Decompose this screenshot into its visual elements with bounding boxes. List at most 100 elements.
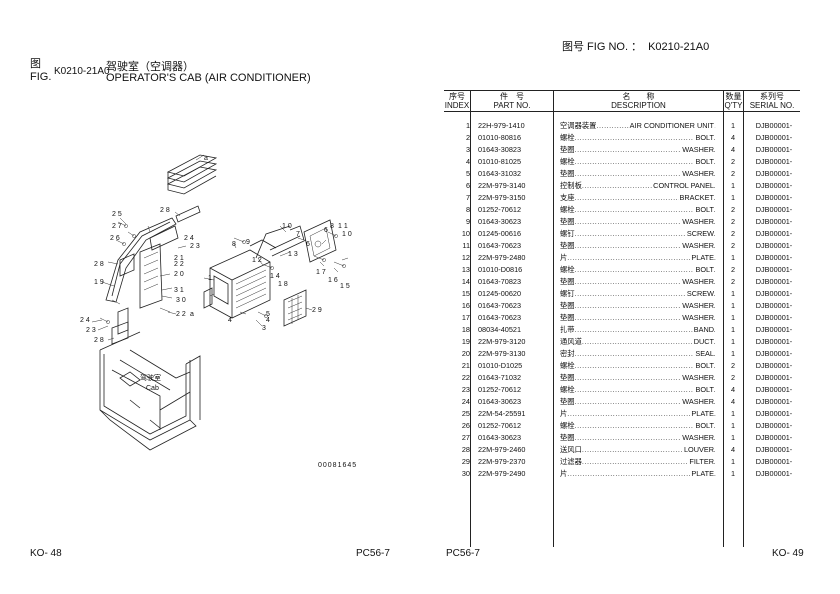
row-qty: 4: [730, 445, 736, 454]
row-qty: 2: [730, 361, 736, 370]
row-part-no: 01010-D0816: [478, 265, 523, 274]
row-description: 螺栓......................................…: [560, 265, 716, 274]
row-desc-en: WASHER: [681, 276, 714, 288]
row-index: 19: [461, 337, 470, 346]
svg-text:a: a: [190, 311, 194, 318]
svg-text:1 6: 1 6: [328, 277, 338, 284]
row-qty: 1: [730, 193, 736, 202]
row-index: 17: [461, 313, 470, 322]
svg-text:1 0: 1 0: [282, 223, 292, 230]
row-desc-en: WASHER: [681, 432, 714, 444]
row-description: 垫圈......................................…: [560, 169, 716, 178]
row-qty: 1: [730, 409, 736, 418]
row-desc-cn: 螺钉: [560, 229, 575, 238]
leader-lines: [91, 211, 349, 341]
row-desc-cn: 垫圈: [560, 373, 575, 382]
row-qty: 1: [730, 421, 736, 430]
row-part-no: 01643-30823: [478, 145, 522, 154]
row-desc-en: LOUVER: [682, 444, 714, 456]
svg-text:3 0: 3 0: [176, 297, 186, 304]
svg-text:1 8: 1 8: [278, 281, 288, 288]
row-desc-cn: 垫圈: [560, 217, 575, 226]
row-description: 螺栓......................................…: [560, 421, 716, 430]
filter: [283, 289, 307, 327]
row-qty: 1: [730, 181, 736, 190]
row-index: 8: [465, 205, 470, 214]
row-desc-cn: 垫圈: [560, 145, 575, 154]
row-description: 垫圈......................................…: [560, 277, 716, 286]
row-index: 16: [461, 301, 470, 310]
row-index: 24: [461, 397, 470, 406]
row-description: 垫圈......................................…: [560, 373, 716, 382]
row-index: 18: [461, 325, 470, 334]
row-desc-en: WASHER: [681, 396, 714, 408]
row-index: 21: [461, 361, 470, 370]
row-serial: DJB00001-: [755, 349, 793, 358]
row-index: 5: [465, 169, 470, 178]
row-desc-cn: 垫圈: [560, 301, 575, 310]
row-serial: DJB00001-: [755, 457, 793, 466]
row-description: 支座......................................…: [560, 193, 716, 202]
row-index: 20: [461, 349, 470, 358]
row-serial: DJB00001-: [755, 181, 793, 190]
row-serial: DJB00001-: [755, 193, 793, 202]
fig-code: K0210-21A0: [54, 66, 110, 77]
row-description: 过滤器.....................................…: [560, 457, 716, 466]
row-part-no: 22H-979-1410: [478, 121, 525, 130]
fig-no-label: 图号 FIG NO. ：: [562, 41, 643, 53]
svg-text:2 0: 2 0: [174, 271, 184, 278]
fig-no-header: 图号 FIG NO. ：K0210-21A0: [562, 38, 709, 54]
row-desc-cn: 送风口: [560, 445, 582, 454]
svg-text:6: 6: [324, 227, 328, 234]
row-part-no: 01252-70612: [478, 421, 522, 430]
row-serial: DJB00001-: [755, 265, 793, 274]
svg-text:2 4: 2 4: [80, 317, 90, 324]
row-description: 垫圈......................................…: [560, 397, 716, 406]
exploded-parts-diagram: 2 5 2 7 2 8 2 6 2 4 2 3 2 8 1 9 2 2 2 0 …: [80, 154, 352, 451]
row-desc-cn: 垫圈: [560, 241, 575, 250]
row-description: 螺栓......................................…: [560, 385, 716, 394]
svg-text:3: 3: [262, 325, 266, 332]
row-part-no: 01245-00616: [478, 229, 522, 238]
row-description: 通风道.....................................…: [560, 337, 716, 346]
row-part-no: 01252-70612: [478, 205, 522, 214]
row-desc-en: WASHER: [681, 144, 714, 156]
row-serial: DJB00001-: [755, 217, 793, 226]
row-description: 螺栓......................................…: [560, 205, 716, 214]
row-desc-en: FILTER: [688, 456, 714, 468]
model-right: PC56-7: [446, 548, 480, 559]
svg-text:1 3: 1 3: [288, 251, 298, 258]
row-desc-en: AIR CONDITIONER UNIT: [628, 120, 714, 132]
row-description: 螺栓......................................…: [560, 361, 716, 370]
row-desc-cn: 螺栓: [560, 265, 575, 274]
row-desc-en: WASHER: [681, 240, 714, 252]
row-desc-en: SCREW: [685, 288, 714, 300]
row-index: 10: [461, 229, 470, 238]
row-part-no: 22M-979-3140: [478, 181, 526, 190]
row-qty: 1: [730, 313, 736, 322]
row-part-no: 22M-979-2480: [478, 253, 526, 262]
row-qty: 2: [730, 241, 736, 250]
row-serial: DJB00001-: [755, 289, 793, 298]
svg-text:8: 8: [232, 241, 236, 248]
row-serial: DJB00001-: [755, 361, 793, 370]
row-part-no: 01245-00620: [478, 289, 522, 298]
svg-text:2 5: 2 5: [112, 211, 122, 218]
row-description: 垫圈......................................…: [560, 433, 716, 442]
svg-text:2 9: 2 9: [312, 307, 322, 314]
row-desc-cn: 支座: [560, 193, 575, 202]
row-desc-en: SCREW: [685, 228, 714, 240]
row-qty: 2: [730, 205, 736, 214]
row-desc-en: CONTROL PANEL: [652, 180, 714, 192]
row-qty: 4: [730, 145, 736, 154]
